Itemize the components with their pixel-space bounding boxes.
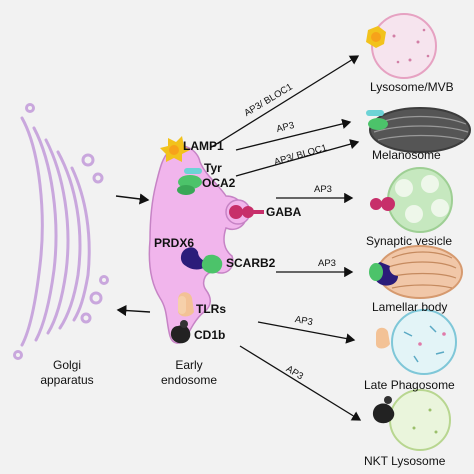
caption-endosome: Early endosome [154, 358, 224, 388]
golgi-line1: Golgi [52, 358, 81, 372]
label-prdx6: PRDX6 [154, 236, 195, 250]
early-endosome [148, 145, 247, 344]
arrow-endosome-to-golgi [116, 304, 151, 317]
tyr-protein [184, 168, 202, 174]
arrow-pathway-melanosome-bloc [235, 139, 360, 177]
gaba-protein [229, 205, 264, 219]
synaptic-vesicle-organelle [370, 167, 453, 233]
nkt-lysosome-organelle [372, 389, 451, 451]
target-label-nkt: NKT Lysosome [364, 454, 446, 468]
lysosome-organelle [366, 13, 437, 79]
adaptor-label-synaptic: AP3 [314, 184, 332, 195]
lamellar-body-organelle [369, 245, 463, 299]
late-phagosome-organelle [376, 309, 457, 375]
golgi-apparatus [13, 103, 109, 360]
arrow-pathway-phagosome [257, 321, 356, 344]
target-label-synaptic: Synaptic vesicle [366, 234, 453, 248]
endosome-line1: Early [175, 358, 203, 372]
caption-golgi: Golgi apparatus [32, 358, 102, 388]
label-lamp1: LAMP1 [183, 139, 224, 153]
adaptor-label-lamellar: AP3 [318, 258, 336, 269]
tlrs-protein [178, 292, 194, 317]
oca2-protein [177, 175, 202, 195]
label-scarb2: SCARB2 [226, 256, 276, 270]
label-tlrs: TLRs [196, 302, 226, 316]
cd1b-protein [170, 320, 191, 344]
label-oca2: OCA2 [202, 176, 236, 190]
arrow-pathway-nkt [239, 345, 362, 421]
target-label-lamellar: Lamellar body [372, 300, 448, 314]
label-cd1b: CD1b [194, 328, 226, 342]
scarb2-protein [201, 254, 223, 274]
arrow-golgi-to-endosome [115, 193, 150, 205]
target-label-melanosome: Melanosome [372, 148, 441, 162]
label-gaba: GABA [266, 205, 302, 219]
target-label-phagosome: Late Phagosome [364, 378, 455, 392]
endosome-line2: endosome [160, 373, 218, 387]
arrow-pathway-melanosome [235, 118, 352, 151]
lamp1-protein [160, 136, 190, 162]
label-tyr: Tyr [204, 161, 222, 175]
golgi-line2: apparatus [40, 373, 94, 387]
arrow-pathway-lysosome [209, 55, 360, 149]
melanosome-organelle [366, 107, 471, 153]
target-label-lysosome: Lysosome/MVB [370, 80, 454, 94]
